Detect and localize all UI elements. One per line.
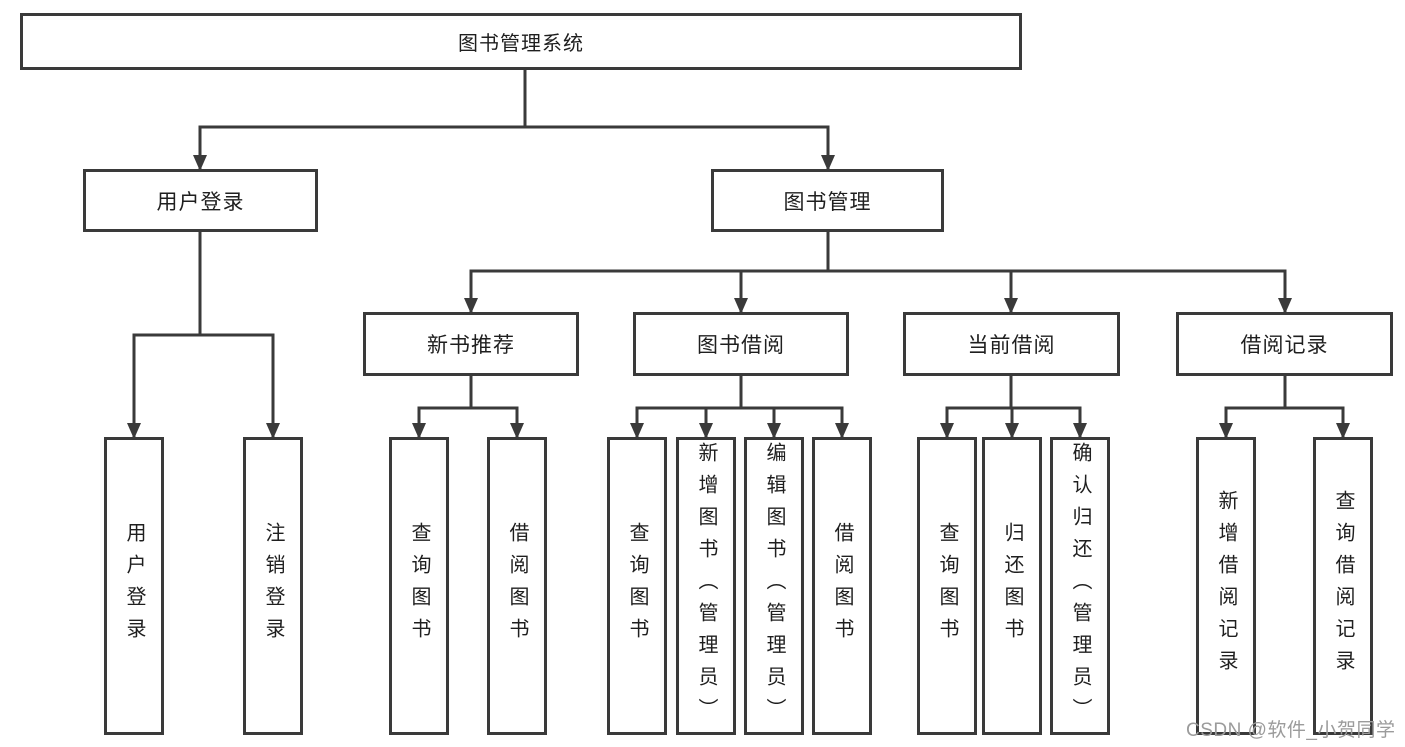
connector-root-bar	[193, 125, 835, 171]
node-book-borrowing: 图书借阅	[633, 312, 849, 376]
node-new-book-recommendation: 新书推荐	[363, 312, 579, 376]
connector-book-borrowing-bar	[630, 406, 849, 439]
leaf-current-confirm-return-admin: 确认归还（管理员）	[1050, 437, 1110, 735]
leaf-newbook-borrow-books-label: 借阅图书	[506, 522, 528, 650]
leaf-borrowing-add-books-admin: 新增图书（管理员）	[676, 437, 736, 735]
node-root-label: 图书管理系统	[458, 33, 584, 55]
node-new-book-recommendation-label: 新书推荐	[427, 334, 515, 357]
connector-level3-bar	[464, 269, 1292, 314]
connector-new-book-bar	[412, 406, 524, 439]
leaf-borrowing-borrow-books-label: 借阅图书	[831, 522, 853, 650]
node-book-management-label: 图书管理	[783, 190, 872, 214]
connector-user-login-bar	[127, 333, 280, 439]
leaf-current-query-books: 查询图书	[917, 437, 977, 735]
node-current-borrowing-label: 当前借阅	[967, 334, 1056, 357]
leaf-current-return-books-label: 归还图书	[1001, 522, 1023, 650]
node-user-login-label: 用户登录	[156, 190, 245, 214]
connector-records-bar	[1219, 406, 1350, 439]
leaf-records-add-record-label: 新增借阅记录	[1215, 490, 1237, 682]
leaf-logout-label: 注销登录	[262, 522, 284, 650]
leaf-borrowing-edit-books-admin: 编辑图书（管理员）	[744, 437, 804, 735]
leaf-current-query-books-label: 查询图书	[936, 522, 958, 650]
leaf-newbook-borrow-books: 借阅图书	[487, 437, 547, 735]
leaf-borrowing-query-books: 查询图书	[607, 437, 667, 735]
leaf-borrowing-edit-books-admin-label: 编辑图书（管理员）	[763, 442, 785, 730]
leaf-logout: 注销登录	[243, 437, 303, 735]
watermark-text: CSDN @软件_小贺同学	[1186, 720, 1396, 741]
node-user-login: 用户登录	[83, 169, 318, 232]
leaf-current-return-books: 归还图书	[982, 437, 1042, 735]
leaf-records-query-record: 查询借阅记录	[1313, 437, 1373, 735]
node-root: 图书管理系统	[20, 13, 1022, 70]
leaf-user-login: 用户登录	[104, 437, 164, 735]
leaf-user-login-label: 用户登录	[123, 522, 145, 650]
node-current-borrowing: 当前借阅	[903, 312, 1120, 376]
leaf-newbook-query-books-label: 查询图书	[408, 522, 430, 650]
leaf-borrowing-add-books-admin-label: 新增图书（管理员）	[695, 442, 717, 730]
node-borrowing-records: 借阅记录	[1176, 312, 1393, 376]
node-borrowing-records-label: 借阅记录	[1240, 334, 1329, 357]
leaf-current-confirm-return-admin-label: 确认归还（管理员）	[1069, 442, 1091, 730]
leaf-records-add-record: 新增借阅记录	[1196, 437, 1256, 735]
leaf-borrowing-query-books-label: 查询图书	[626, 522, 648, 650]
leaf-newbook-query-books: 查询图书	[389, 437, 449, 735]
leaf-records-query-record-label: 查询借阅记录	[1332, 490, 1354, 682]
node-book-borrowing-label: 图书借阅	[697, 334, 785, 357]
node-book-management: 图书管理	[711, 169, 944, 232]
leaf-borrowing-borrow-books: 借阅图书	[812, 437, 872, 735]
